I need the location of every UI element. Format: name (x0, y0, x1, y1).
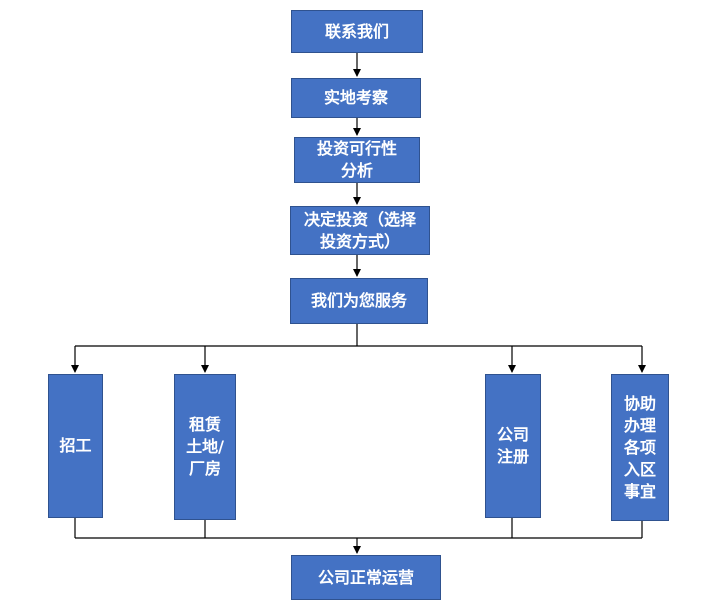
step-our-service: 我们为您服务 (290, 278, 428, 324)
branch-company-registration: 公司 注册 (485, 374, 541, 518)
step-investment-decision: 决定投资（选择 投资方式） (290, 206, 430, 255)
step-feasibility-analysis: 投资可行性 分析 (294, 137, 420, 183)
branch-recruitment: 招工 (48, 374, 103, 518)
branch-land-lease: 租赁 土地/ 厂房 (174, 374, 236, 520)
branch-entry-assistance: 协助 办理 各项 入区 事宜 (611, 374, 669, 521)
step-normal-operation: 公司正常运营 (291, 555, 441, 600)
step-site-survey: 实地考察 (291, 78, 421, 118)
step-contact-us: 联系我们 (291, 10, 423, 53)
